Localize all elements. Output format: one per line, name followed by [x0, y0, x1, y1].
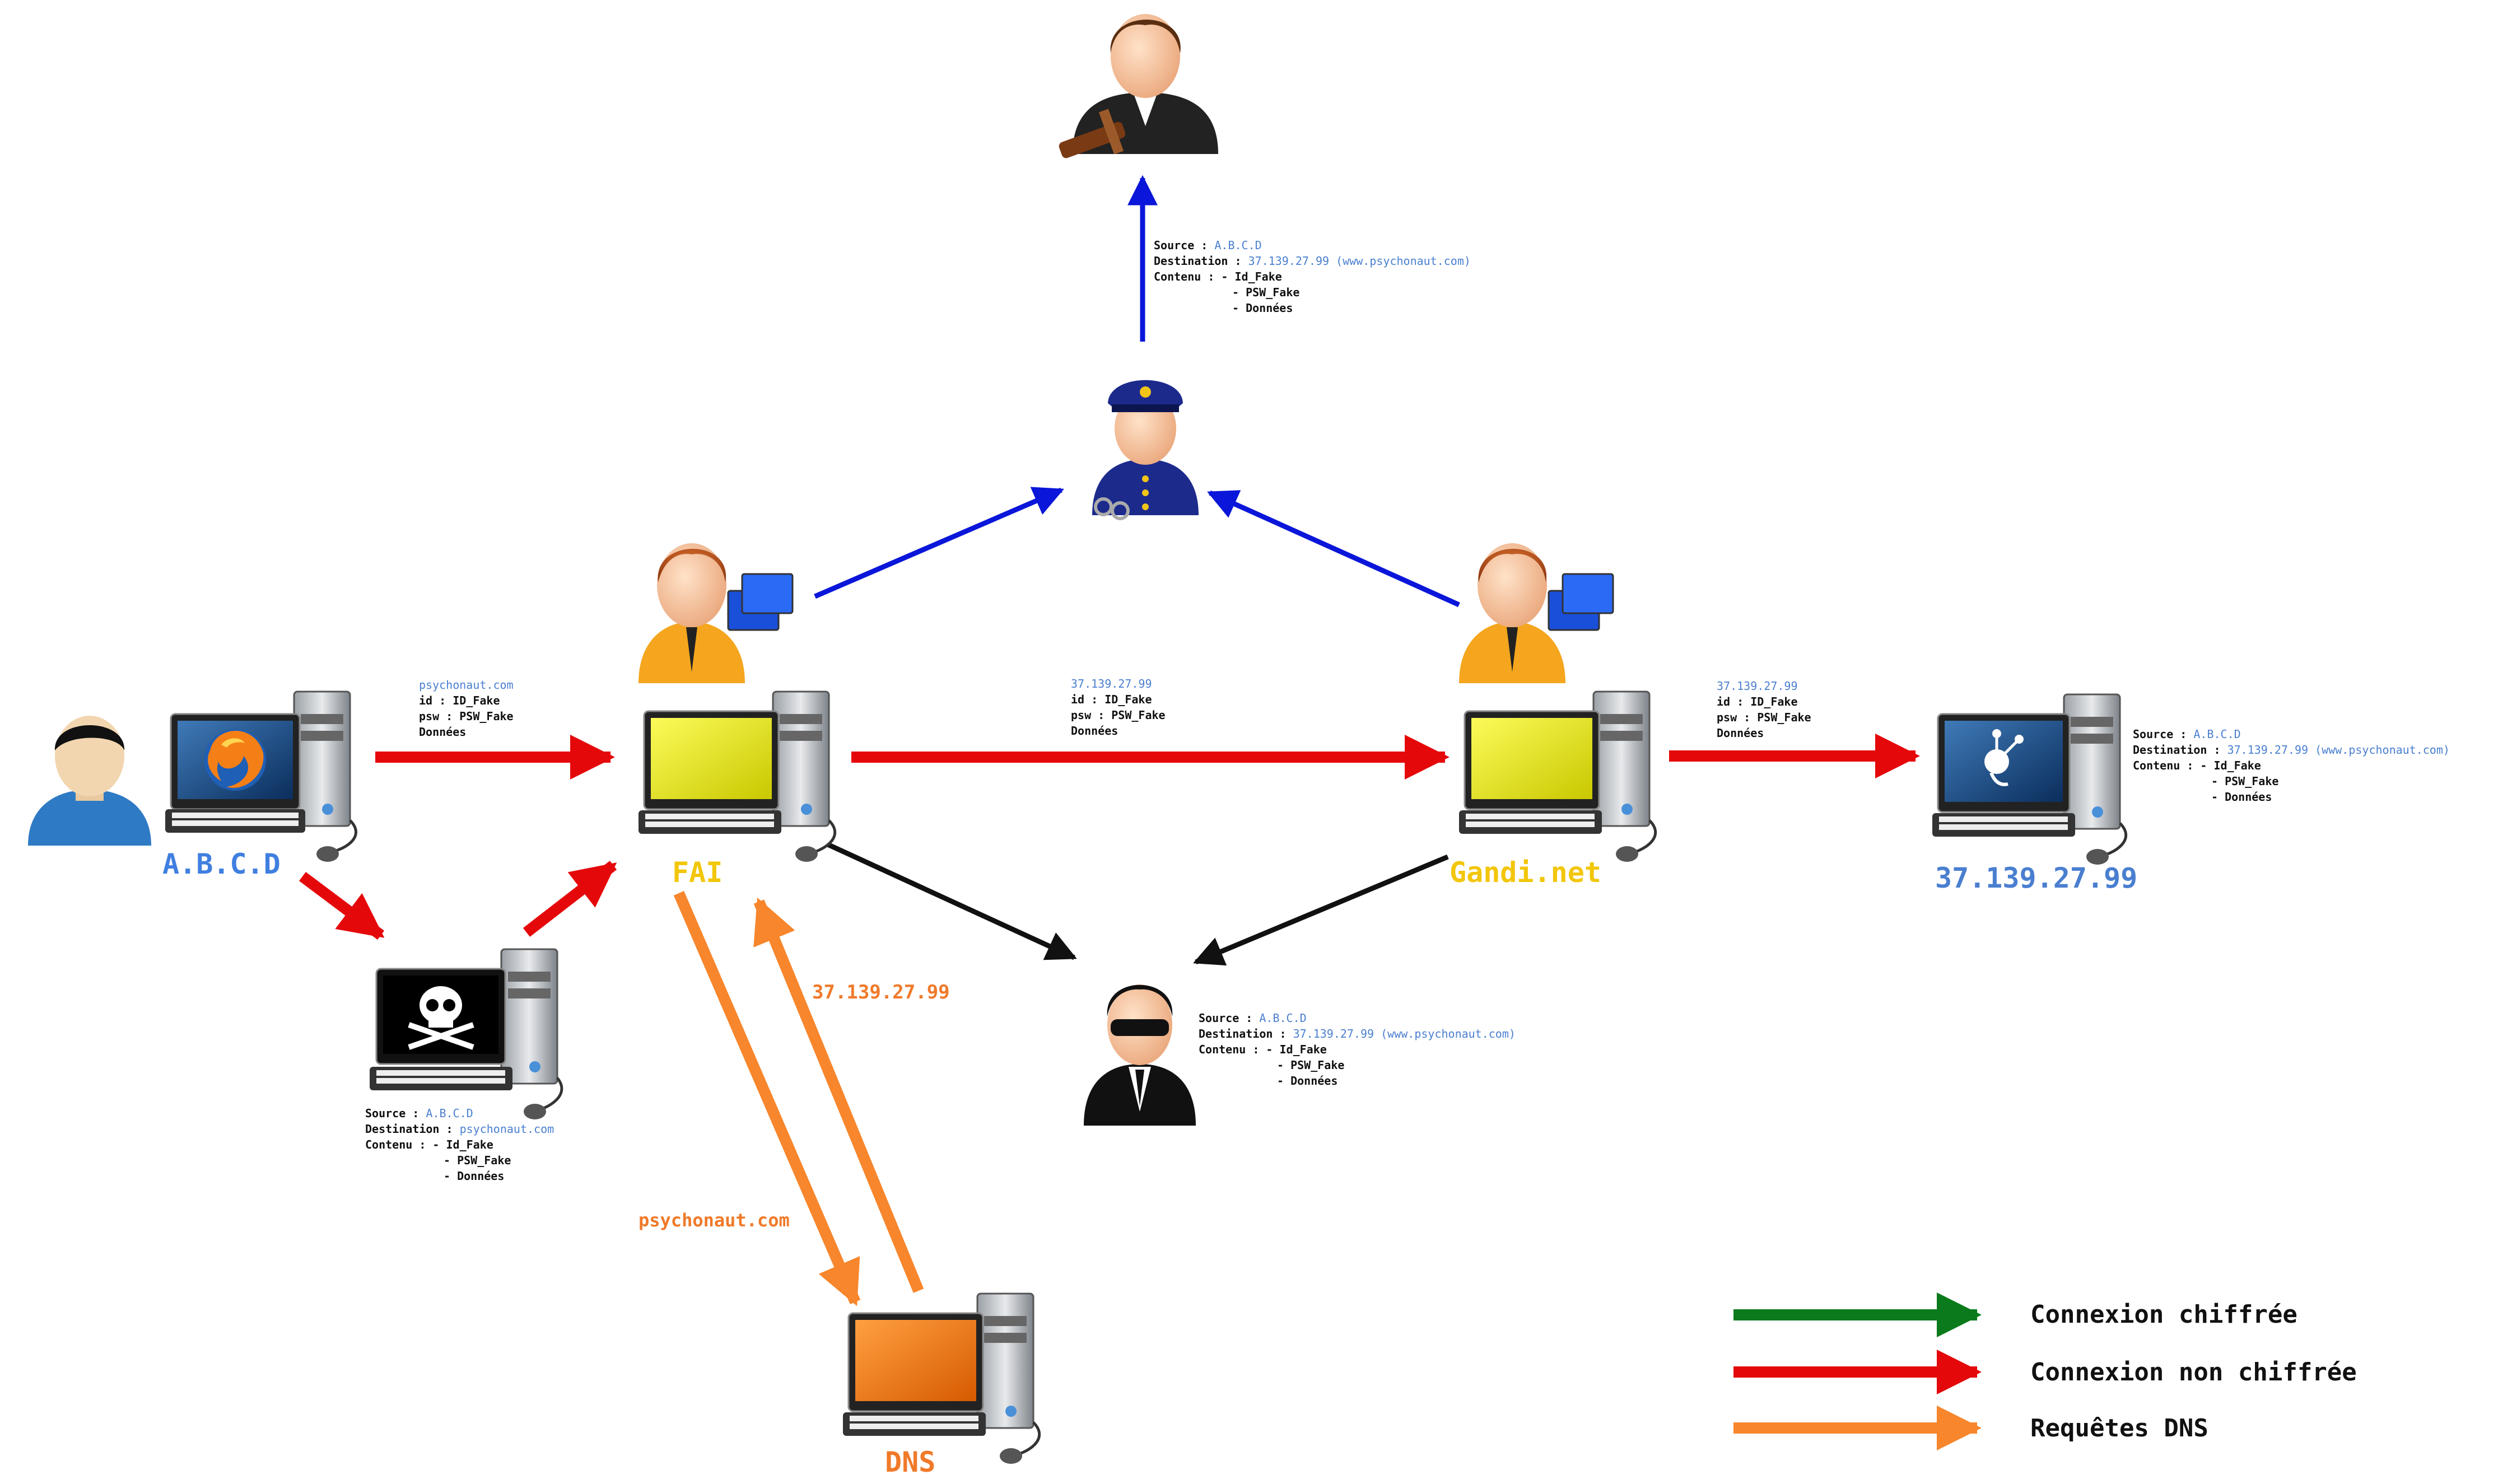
operator-icon — [639, 543, 794, 683]
user-computer — [165, 690, 357, 862]
legend-item-unencrypted: Connexion non chiffrée — [1733, 1350, 2357, 1394]
arrow-dns-response — [753, 897, 924, 1293]
svg-text:id : ID_Fake: id : ID_Fake — [1071, 693, 1152, 706]
user-avatar-icon — [28, 716, 151, 846]
svg-text:Connexion non chiffrée: Connexion non chiffrée — [2030, 1358, 2357, 1387]
arrow-fai-to-police — [814, 487, 1064, 599]
svg-text:Connexion chiffrée: Connexion chiffrée — [2030, 1300, 2297, 1329]
info-box-judge: Source : A.B.C.D Destination : 37.139.27… — [1154, 239, 1471, 315]
packet-gandi-to-server: 37.139.27.99 id : ID_Fake psw : PSW_Fake… — [1717, 679, 1811, 740]
arrow-gandi-to-police — [1207, 490, 1460, 608]
arrow-gandi-to-agent — [1193, 854, 1449, 966]
svg-text:Destination : 37.139.27.99 (ww: Destination : 37.139.27.99 (www.psychona… — [1154, 254, 1471, 268]
operator-icon — [1459, 543, 1614, 683]
svg-text:Destination : 37.139.27.99 (ww: Destination : 37.139.27.99 (www.psychona… — [2133, 743, 2450, 757]
legend: Connexion chiffrée Connexion non chiffré… — [1733, 1292, 2357, 1450]
svg-text:Source : A.B.C.D: Source : A.B.C.D — [2133, 727, 2241, 741]
dns-computer — [843, 1292, 1041, 1464]
arrow-fai-to-agent — [827, 842, 1077, 960]
packet-user-to-fai: psychonaut.com id : ID_Fake psw : PSW_Fa… — [419, 678, 514, 739]
judge-icon — [1059, 14, 1218, 158]
svg-text:37.139.27.99: 37.139.27.99 — [1717, 679, 1798, 693]
server-computer — [1932, 693, 2128, 865]
svg-text:Données: Données — [419, 725, 466, 739]
svg-text:id : ID_Fake: id : ID_Fake — [419, 694, 500, 707]
dns-label: DNS — [885, 1446, 935, 1478]
svg-text:psw : PSW_Fake: psw : PSW_Fake — [1071, 708, 1166, 722]
svg-text:Contenu : - Id_Fake: Contenu : - Id_Fake — [365, 1138, 493, 1151]
server-ip-label: 37.139.27.99 — [1935, 862, 2137, 894]
fai-label: FAI — [672, 856, 723, 889]
svg-text:Source : A.B.C.D: Source : A.B.C.D — [1154, 239, 1262, 252]
svg-text:Source : A.B.C.D: Source : A.B.C.D — [365, 1107, 473, 1120]
svg-text:- Données: - Données — [2211, 790, 2272, 804]
dns-response-label: 37.139.27.99 — [812, 981, 950, 1004]
svg-text:- PSW_Fake: - PSW_Fake — [2211, 774, 2278, 788]
svg-text:- Données: - Données — [1277, 1074, 1337, 1088]
firefox-screen-icon — [204, 729, 266, 791]
info-box-agent: Source : A.B.C.D Destination : 37.139.27… — [1199, 1011, 1516, 1088]
police-officer-icon — [1092, 380, 1199, 520]
svg-text:Contenu : - Id_Fake: Contenu : - Id_Fake — [1199, 1043, 1327, 1056]
fai-computer — [639, 690, 837, 862]
arrow-dns-query — [673, 891, 861, 1306]
svg-text:- PSW_Fake: - PSW_Fake — [1232, 286, 1299, 299]
svg-text:psw : PSW_Fake: psw : PSW_Fake — [1717, 711, 1811, 724]
gandi-label: Gandi.net — [1450, 856, 1601, 889]
packet-fai-to-gandi: 37.139.27.99 id : ID_Fake psw : PSW_Fake… — [1071, 677, 1166, 738]
svg-text:psychonaut.com: psychonaut.com — [419, 678, 514, 692]
svg-text:Contenu : - Id_Fake: Contenu : - Id_Fake — [1154, 270, 1282, 283]
svg-text:Source : A.B.C.D: Source : A.B.C.D — [1199, 1011, 1307, 1025]
legend-item-encrypted: Connexion chiffrée — [1733, 1292, 2297, 1337]
svg-text:Destination : 37.139.27.99 (ww: Destination : 37.139.27.99 (www.psychona… — [1199, 1027, 1516, 1040]
dns-query-label: psychonaut.com — [639, 1210, 790, 1231]
secret-agent-icon — [1084, 984, 1196, 1126]
svg-text:Données: Données — [1717, 726, 1764, 740]
svg-text:- Données: - Données — [444, 1169, 504, 1183]
gandi-computer — [1459, 690, 1657, 862]
info-box-attacker: Source : A.B.C.D Destination : psychonau… — [365, 1107, 554, 1183]
svg-text:Contenu : - Id_Fake: Contenu : - Id_Fake — [2133, 759, 2261, 772]
skull-screen-icon — [408, 986, 474, 1050]
svg-text:37.139.27.99: 37.139.27.99 — [1071, 677, 1152, 690]
svg-text:- PSW_Fake: - PSW_Fake — [444, 1154, 511, 1167]
svg-text:Destination : psychonaut.com: Destination : psychonaut.com — [365, 1122, 554, 1136]
attacker-computer — [370, 948, 563, 1119]
psychonaut-screen-icon — [1984, 729, 2024, 786]
svg-text:- PSW_Fake: - PSW_Fake — [1277, 1058, 1344, 1072]
svg-text:psw : PSW_Fake: psw : PSW_Fake — [419, 710, 514, 723]
user-ip-label: A.B.C.D — [162, 848, 281, 880]
legend-item-dns: Requêtes DNS — [1733, 1406, 2208, 1450]
svg-text:Requêtes DNS: Requêtes DNS — [2030, 1414, 2208, 1443]
svg-text:Données: Données — [1071, 724, 1118, 738]
svg-text:- Données: - Données — [1232, 301, 1293, 315]
info-box-server: Source : A.B.C.D Destination : 37.139.27… — [2133, 727, 2450, 804]
arrow-attacker-to-fai — [523, 861, 617, 937]
svg-text:id : ID_Fake: id : ID_Fake — [1717, 695, 1798, 708]
arrow-user-to-attacker — [299, 872, 385, 940]
